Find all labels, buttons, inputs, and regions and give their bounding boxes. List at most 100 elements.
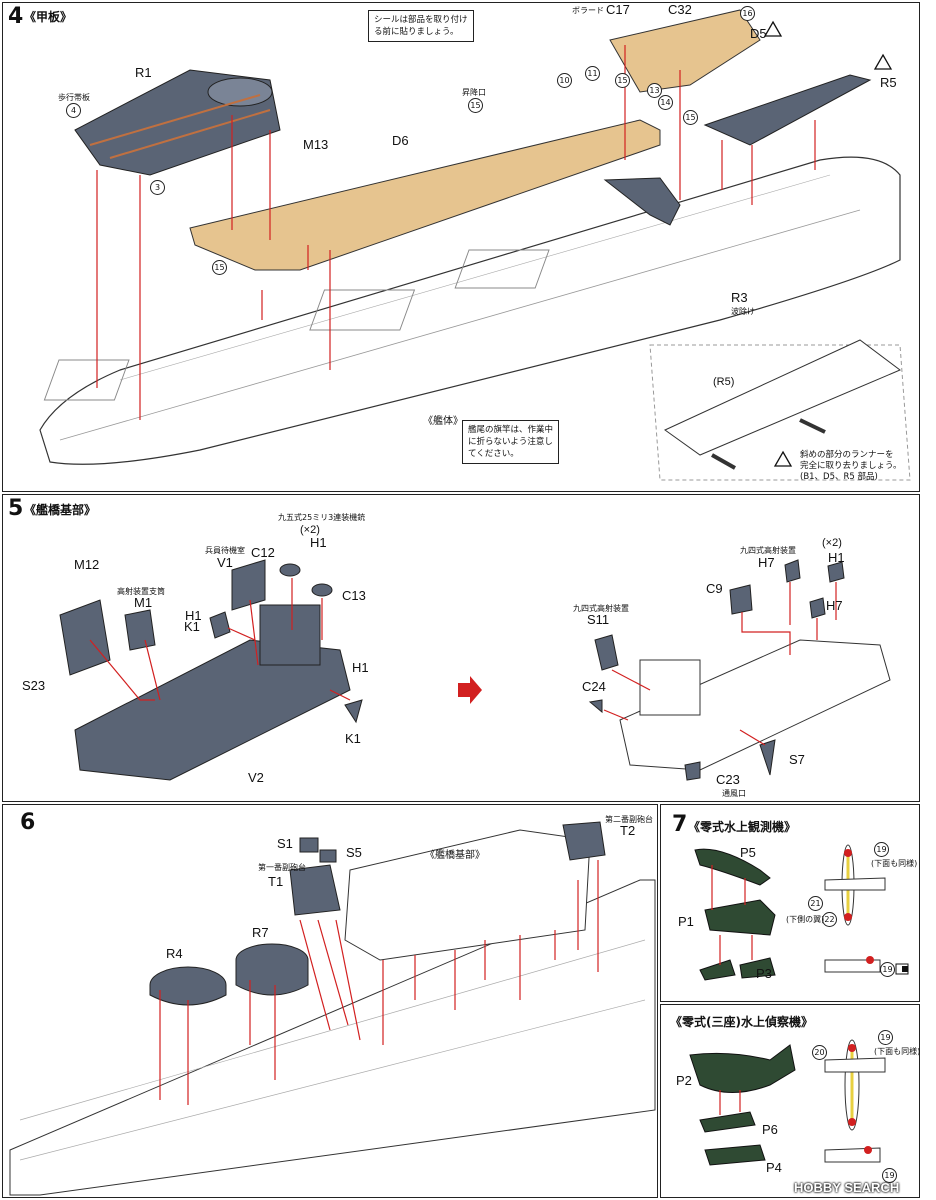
decal-13: 13 [647,83,662,98]
label-bollard: ボラード [572,6,604,15]
part-c13: C13 [342,588,366,603]
decal-14: 14 [658,95,673,110]
decal-11: 11 [585,66,600,81]
label-type94-b: 九四式高射装置 [740,546,796,555]
label-hull: 《艦体》 [423,416,463,427]
step-4-flag-note: 艦尾の旗竿は、作業中 に折らないよう注意し てください。 [462,420,560,464]
label-type94-a: 九四式高射装置 [573,604,629,613]
label-x2-a: (×2) [300,524,320,536]
plane2-underside-note: (下面も同様) [874,1047,921,1056]
plane2-part-p2: P2 [676,1073,692,1088]
plane1-decal-21: 21 [808,896,823,911]
decal-15b: 15 [615,73,630,88]
step-6-number: 6 [20,810,36,835]
part-s7: S7 [789,752,805,767]
plane1-decal-19b: 19 [880,962,895,977]
part-m13: M13 [303,137,329,152]
part-s5: S5 [346,845,362,860]
label-hatch: 昇降口 [462,88,486,97]
note-line: 斜めの部分のランナーを [800,450,894,460]
part-h1-c: H1 [352,660,369,675]
decal-16: 16 [740,6,755,21]
part-s1: S1 [277,836,293,851]
part-m1: M1 [134,595,153,610]
label-crew-room: 兵員待機室 [205,546,245,555]
step-7-number: 7 [672,812,688,837]
note-line: (B1、D5、R5 部品) [800,472,878,482]
part-k1-label: K1 [184,619,200,634]
watermark: HOBBY SEARCH [794,1180,900,1195]
part-r1: R1 [135,65,152,80]
step-4-title: 《甲板》 [24,10,73,24]
plane1-decal-19a: 19 [874,842,889,857]
step-8-panel [660,1004,920,1198]
step-8-title: 《零式(三座)水上偵察機》 [670,1015,813,1029]
note-line: る前に貼りましょう。 [374,27,459,37]
plane1-part-p1: P1 [678,914,694,929]
part-s11: S11 [587,612,610,627]
label-walkway: 歩行帯板 [58,93,90,102]
part-c12: C12 [251,545,275,560]
part-r7: R7 [252,925,269,940]
step-4-decal-note: シールは部品を取り付け る前に貼りましょう。 [368,10,474,42]
part-s23: S23 [22,678,46,693]
plane1-decal-22: 22 [822,912,837,927]
part-t2: T2 [620,823,636,838]
part-r3: R3 [731,290,748,305]
label-secondary-turret-2: 第二番副砲台 [605,815,653,824]
part-r4: R4 [166,946,183,961]
part-v2: V2 [248,770,264,785]
plane1-lower-wing-note: (下側の翼) [786,915,825,924]
part-c32: C32 [668,2,692,17]
note-line: に折らないよう注意し [468,437,553,447]
part-c23: C23 [716,772,740,787]
part-h1-b: H1 [310,535,327,550]
plane1-underside-note: (下面も同様) [871,859,918,868]
plane2-part-p4: P4 [766,1160,782,1175]
plane2-decal-19a: 19 [878,1030,893,1045]
decal-15d: 15 [212,260,227,275]
part-h7-a: H7 [758,555,775,570]
step-5-title: 《艦橋基部》 [24,503,97,517]
label-secondary-turret-1: 第一番副砲台 [258,863,306,872]
step-4-runner-note: 斜めの部分のランナーを 完全に取り去りましょう。 (B1、D5、R5 部品) [800,450,902,483]
part-d5: D5 [750,26,767,41]
label-type95-aa: 九五式25ミリ3連装機銃 [278,513,366,522]
part-r5: R5 [880,75,897,90]
label-x2-b: (×2) [822,537,842,549]
part-c9: C9 [706,581,723,596]
part-c17: C17 [606,2,630,17]
part-v1: V1 [217,555,233,570]
plane1-part-p3: P3 [756,966,772,981]
step-5-number: 5 [8,496,24,521]
label-bridge-base: 《艦橋基部》 [425,850,485,861]
part-m12: M12 [74,557,100,572]
part-c24: C24 [582,679,606,694]
part-k1-b: K1 [345,731,361,746]
part-h1-a: H1 [185,608,202,623]
part-h1-d: H1 [828,550,845,565]
part-r5-inset: (R5) [713,376,735,388]
plane2-part-p6: P6 [762,1122,778,1137]
part-d6: D6 [392,133,409,148]
label-vent: 通風口 [722,789,746,798]
plane2-decal-19b: 19 [882,1168,897,1183]
note-line: シールは部品を取り付け [374,15,468,25]
step-4-number: 4 [8,4,24,29]
label-breakwater: 波除け [731,307,755,316]
decal-10: 10 [557,73,572,88]
decal-4: 4 [66,103,81,118]
note-line: 完全に取り去りましょう。 [800,461,902,471]
part-h7-b: H7 [826,598,843,613]
decal-15c: 15 [683,110,698,125]
step-7-title: 《零式水上観測機》 [688,820,797,834]
plane1-part-p5: P5 [740,845,756,860]
decal-15a: 15 [468,98,483,113]
note-line: 艦尾の旗竿は、作業中 [468,425,554,435]
note-line: てください。 [468,449,519,459]
